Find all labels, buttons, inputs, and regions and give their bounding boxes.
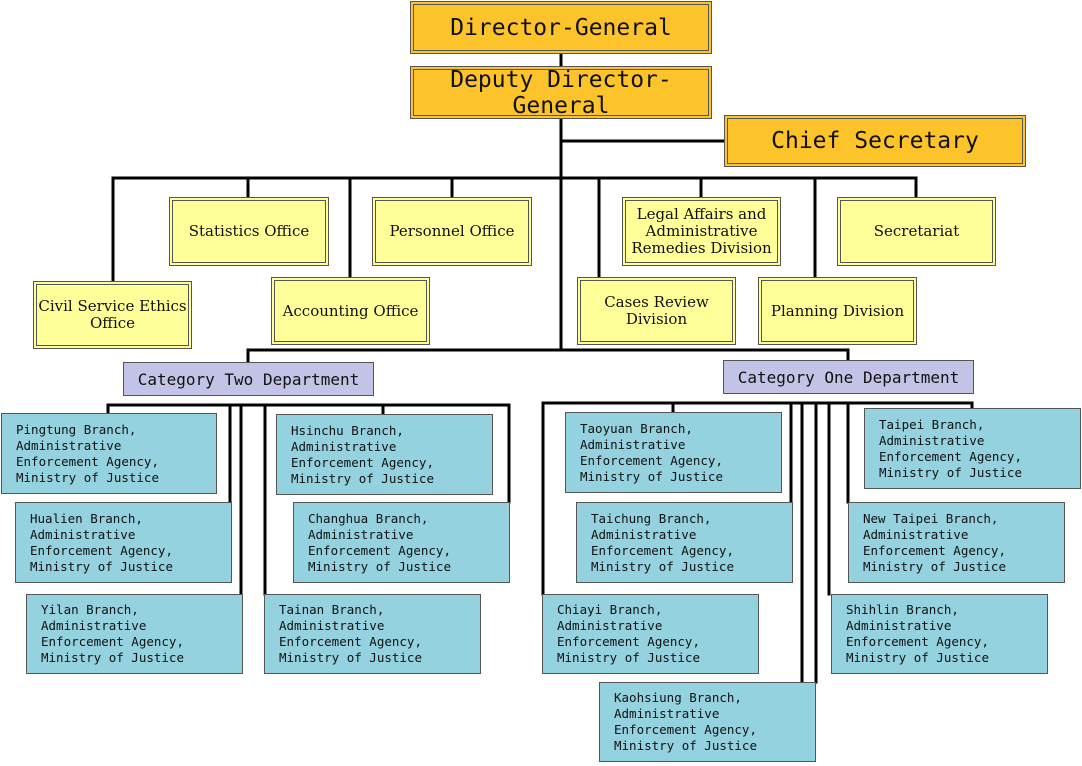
taichung-branch-label: Taichung Branch, Administrative Enforcem… [591,510,734,574]
deputy-director-general-box: Deputy Director-General [410,66,712,119]
kaohsiung-branch-box: Kaohsiung Branch, Administrative Enforce… [599,682,816,762]
changhua-branch-box: Changhua Branch, Administrative Enforcem… [293,502,510,583]
secretariat-box: Secretariat [837,197,996,266]
yilan-branch-box: Yilan Branch, Administrative Enforcement… [26,594,243,674]
kaohsiung-branch-label: Kaohsiung Branch, Administrative Enforce… [614,690,757,753]
taoyuan-branch-box: Taoyuan Branch, Administrative Enforceme… [565,412,782,493]
connector-office-drops [111,176,918,283]
taipei-branch-label: Taipei Branch, Administrative Enforcemen… [879,416,1022,480]
chief-secretary-box: Chief Secretary [724,115,1026,167]
legal-affairs-division-box: Legal Affairs and Administrative Remedie… [622,197,781,266]
director-general-label: Director-General [450,14,672,41]
chiayi-branch-box: Chiayi Branch, Administrative Enforcemen… [542,594,759,674]
hualien-branch-box: Hualien Branch, Administrative Enforceme… [15,502,232,583]
taoyuan-branch-label: Taoyuan Branch, Administrative Enforceme… [580,420,723,484]
category-two-department-label: Category Two Department [137,369,360,389]
connector-cat-two-drops [106,403,511,596]
secretariat-label: Secretariat [873,222,960,240]
category-one-department-box: Category One Department [723,360,974,394]
accounting-office-box: Accounting Office [271,277,430,345]
connector-category-bus [246,348,850,364]
shihlin-branch-label: Shihlin Branch, Administrative Enforceme… [846,602,989,665]
legal-affairs-division-label: Legal Affairs and Administrative Remedie… [631,205,772,257]
tainan-branch-label: Tainan Branch, Administrative Enforcemen… [279,602,422,665]
connector-cat-one-drops [541,401,974,684]
statistics-office-label: Statistics Office [188,222,310,240]
new-taipei-branch-label: New Taipei Branch, Administrative Enforc… [863,510,1006,574]
personnel-office-box: Personnel Office [372,197,532,266]
yilan-branch-label: Yilan Branch, Administrative Enforcement… [41,602,184,665]
chief-secretary-label: Chief Secretary [771,128,979,154]
hsinchu-branch-label: Hsinchu Branch, Administrative Enforceme… [291,422,434,486]
planning-division-label: Planning Division [770,301,905,320]
hsinchu-branch-box: Hsinchu Branch, Administrative Enforceme… [276,414,493,495]
cases-review-division-box: Cases Review Division [577,277,736,345]
taichung-branch-box: Taichung Branch, Administrative Enforcem… [576,502,793,583]
civil-service-ethics-office-label: Civil Service Ethics Office [38,297,187,332]
hualien-branch-label: Hualien Branch, Administrative Enforceme… [30,510,173,574]
new-taipei-branch-box: New Taipei Branch, Administrative Enforc… [848,502,1065,583]
planning-division-box: Planning Division [758,277,917,345]
category-one-department-label: Category One Department [737,367,960,387]
tainan-branch-box: Tainan Branch, Administrative Enforcemen… [264,594,481,674]
shihlin-branch-box: Shihlin Branch, Administrative Enforceme… [831,594,1048,674]
deputy-director-general-label: Deputy Director-General [450,66,672,119]
civil-service-ethics-office-box: Civil Service Ethics Office [33,281,192,349]
taipei-branch-box: Taipei Branch, Administrative Enforcemen… [864,408,1081,489]
pingtung-branch-box: Pingtung Branch, Administrative Enforcem… [1,413,217,494]
accounting-office-label: Accounting Office [282,301,419,320]
category-two-department-box: Category Two Department [123,362,374,396]
pingtung-branch-label: Pingtung Branch, Administrative Enforcem… [16,421,159,485]
director-general-box: Director-General [410,1,712,54]
chiayi-branch-label: Chiayi Branch, Administrative Enforcemen… [557,602,700,665]
changhua-branch-label: Changhua Branch, Administrative Enforcem… [308,510,451,574]
cases-review-division-label: Cases Review Division [604,293,709,328]
personnel-office-label: Personnel Office [389,222,515,240]
statistics-office-box: Statistics Office [169,197,329,266]
